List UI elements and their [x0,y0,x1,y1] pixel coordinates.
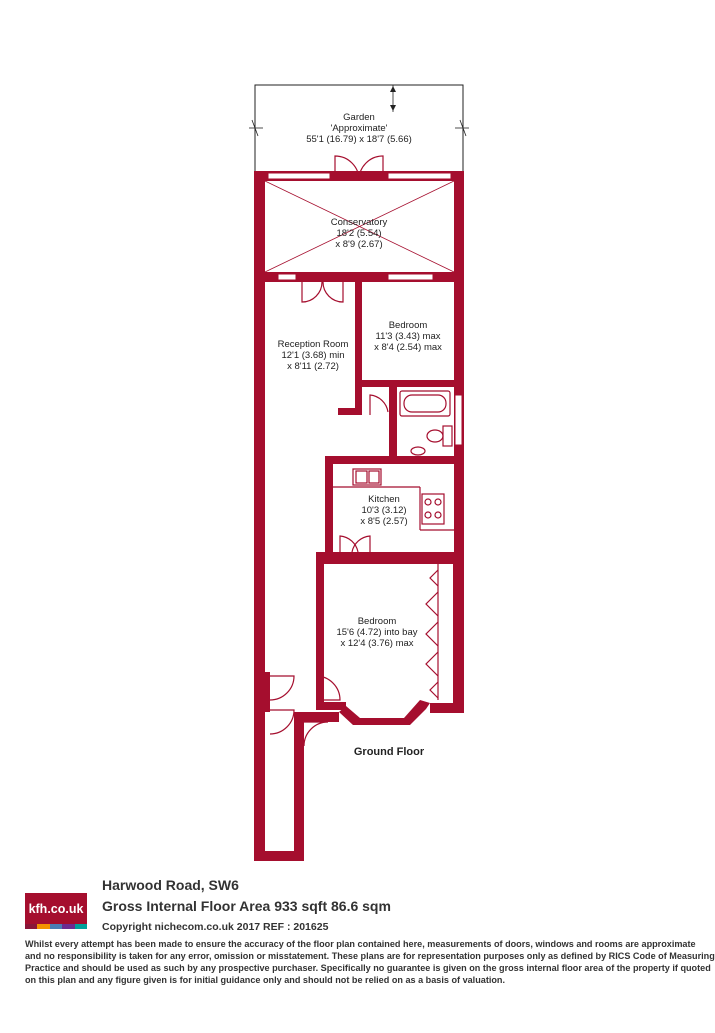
garden-note: 'Approximate' [331,123,388,134]
disclaimer: Whilst every attempt has been made to en… [25,938,715,986]
conservatory-dim1: 18'2 (5.54) [336,228,381,239]
room-label-garden: Garden 'Approximate' 55'1 (16.79) x 18'7… [306,112,412,145]
kitchen-dim2: x 8'5 (2.57) [360,516,407,527]
conservatory-dim2: x 8'9 (2.67) [335,239,382,250]
property-address: Harwood Road, SW6 [102,877,239,893]
floor-area: Gross Internal Floor Area 933 sqft 86.6 … [102,898,391,914]
reception-dim2: x 8'11 (2.72) [287,361,339,372]
conservatory-name: Conservatory [331,217,388,228]
logo-strip-segment [37,924,50,929]
conservatory-roof-lines [264,180,455,273]
kitchen-fittings [333,468,454,531]
garden-name: Garden [343,112,375,123]
room-label-kitchen: Kitchen 10'3 (3.12) x 8'5 (2.57) [360,494,407,527]
internal-walls [264,272,457,712]
room-label-conservatory: Conservatory 18'2 (5.54) x 8'9 (2.67) [331,217,388,250]
copyright-line: Copyright nichecom.co.uk 2017 REF : 2016… [102,921,329,933]
bedroom1-name: Bedroom [389,320,428,331]
doors [269,155,389,747]
bedroom1-dim2: x 8'4 (2.54) max [374,342,442,353]
wardrobes [425,564,439,700]
logo-strip-segment [74,924,88,929]
logo-text: kfh.co.uk [25,893,87,924]
room-label-bedroom2: Bedroom 15'6 (4.72) into bay x 12'4 (3.7… [336,616,417,649]
room-label-reception: Reception Room 12'1 (3.68) min x 8'11 (2… [278,339,349,372]
bedroom2-dim2: x 12'4 (3.76) max [340,638,413,649]
windows [267,172,463,725]
room-label-bedroom1: Bedroom 11'3 (3.43) max x 8'4 (2.54) max [374,320,442,353]
bedroom2-name: Bedroom [358,616,397,627]
bedroom1-dim1: 11'3 (3.43) max [375,331,440,342]
reception-name: Reception Room [278,339,349,350]
reception-dim1: 12'1 (3.68) min [281,350,344,361]
logo-strip-segment [62,924,75,929]
logo-strip-segment [25,924,38,929]
logo-color-strip [25,924,88,929]
kitchen-dim1: 10'3 (3.12) [361,505,406,516]
garden-dims: 55'1 (16.79) x 18'7 (5.66) [306,134,412,145]
kitchen-name: Kitchen [368,494,400,505]
disclaimer-line: on this plan and any figure given is for… [25,975,506,985]
bedroom2-dim1: 15'6 (4.72) into bay [336,627,417,638]
kfh-logo: kfh.co.uk [25,893,88,929]
disclaimer-line: Whilst every attempt has been made to en… [25,939,696,949]
logo-strip-segment [49,924,63,929]
floor-plan: Garden 'Approximate' 55'1 (16.79) x 18'7… [249,84,469,861]
disclaimer-line: and no responsibility is taken for any e… [25,951,715,961]
disclaimer-line: Practice and should be used as such by a… [25,963,711,973]
floor-label: Ground Floor [354,746,425,758]
bathroom-fittings [399,390,453,456]
